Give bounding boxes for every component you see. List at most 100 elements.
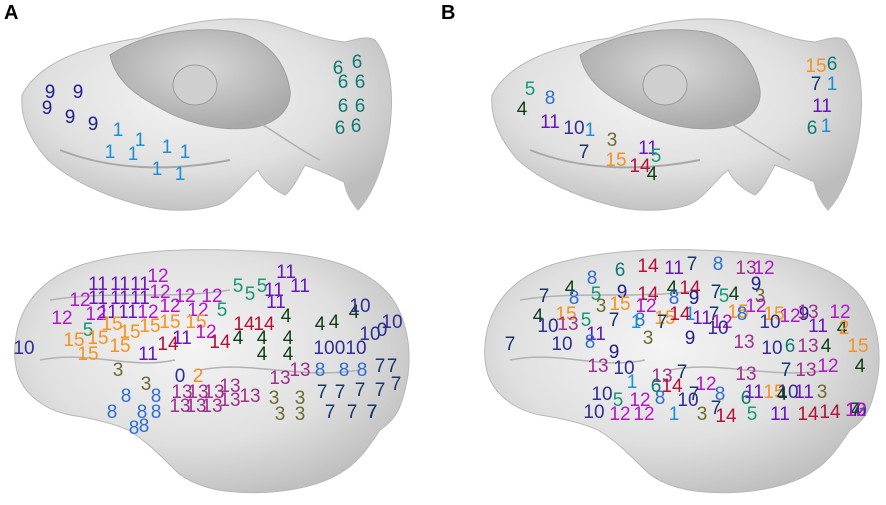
region-label-b-bottom: 15: [727, 302, 748, 323]
region-label-b-bottom: 1: [627, 372, 638, 393]
region-label-a-bottom: 12: [85, 304, 106, 325]
region-label-b-bottom: 9: [685, 328, 696, 349]
region-label-a-bottom: 15: [77, 344, 98, 365]
region-label-b-bottom: 10: [759, 312, 780, 333]
region-label-b-bottom: 13: [845, 400, 866, 421]
region-label-b-bottom: 8: [585, 332, 596, 353]
region-label-b-bottom: 10: [551, 334, 572, 355]
region-label-b-bottom: 7: [711, 398, 722, 419]
region-label-a-top: 6: [351, 116, 362, 137]
region-label-b-bottom: 8: [737, 304, 748, 325]
region-label-a-bottom: 14: [157, 334, 179, 355]
region-label-b-bottom: 1: [631, 312, 642, 333]
region-label-b-bottom: 9: [751, 274, 762, 295]
region-label-b-bottom: 9: [609, 342, 620, 363]
region-label-b-bottom: 12: [633, 404, 654, 425]
region-label-a-bottom: 5: [217, 300, 228, 321]
region-label-b-bottom: 13: [845, 400, 866, 421]
region-label-a-bottom: 10: [13, 338, 34, 359]
region-label-b-top: 6: [807, 118, 818, 139]
region-label-b-bottom: 11: [794, 382, 814, 403]
region-label-b-bottom: 10: [845, 400, 866, 421]
region-label-a-top: 6: [355, 96, 366, 117]
region-label-b-bottom: 10: [591, 384, 612, 405]
region-label-b-bottom: 11: [692, 308, 712, 329]
region-label-a-bottom: 7: [355, 380, 366, 401]
region-label-b-bottom: 13: [797, 302, 818, 323]
region-label-a-bottom: 10: [313, 338, 334, 359]
region-label-b-top: 10: [563, 118, 584, 139]
region-label-b-top: 11: [812, 96, 832, 117]
region-label-b-bottom: 12: [609, 404, 630, 425]
region-label-b-bottom: 8: [655, 388, 666, 409]
region-label-b-bottom: 4: [821, 336, 832, 357]
region-label-a-bottom: 12: [137, 302, 158, 323]
region-label-b-top: 7: [811, 74, 822, 95]
region-label-a-bottom: 11: [88, 288, 108, 309]
region-label-a-bottom: 7: [325, 402, 336, 423]
region-label-b-bottom: 8: [713, 254, 724, 275]
region-label-b-bottom: 12: [817, 356, 838, 377]
region-label-a-bottom: 12: [187, 300, 208, 321]
region-label-a-bottom: 12: [159, 296, 180, 317]
region-label-b-top: 5: [525, 79, 536, 100]
region-label-b-bottom: 15: [555, 304, 576, 325]
region-label-a-top: 6: [338, 96, 349, 117]
region-label-a-top: 9: [42, 98, 53, 119]
region-label-a-bottom: 12: [51, 308, 72, 329]
region-label-a-bottom: 8: [129, 418, 140, 439]
region-label-a-bottom: 13: [289, 360, 310, 381]
region-label-b-bottom: 4: [837, 318, 848, 339]
region-label-a-bottom: 7: [367, 402, 378, 423]
panel-label-a: A: [4, 2, 19, 24]
region-label-b-bottom: 4: [777, 384, 788, 405]
region-label-b-bottom: 12: [695, 374, 716, 395]
region-label-a-bottom: 7: [347, 402, 358, 423]
region-label-b-bottom: 11: [586, 324, 606, 345]
region-label-b-bottom: 12: [711, 312, 732, 333]
region-label-b-bottom: 12: [845, 400, 866, 421]
region-label-a-bottom: 7: [367, 402, 378, 423]
region-label-a-bottom: 13: [219, 390, 240, 411]
region-label-b-bottom: 15: [654, 308, 675, 329]
region-label-a-bottom: 8: [107, 402, 118, 423]
panel-b-lateral-brain: [484, 249, 880, 494]
region-label-a-bottom: 7: [387, 356, 398, 377]
region-label-b-top: 1: [821, 116, 832, 137]
region-label-a-bottom: 10: [345, 338, 366, 359]
region-label-a-top: 6: [352, 52, 363, 73]
region-label-a-bottom: 7: [367, 402, 378, 423]
region-label-a-bottom: 8: [151, 386, 162, 407]
region-label-a-bottom: 7: [391, 374, 402, 395]
region-label-a-bottom: 3: [113, 360, 124, 381]
region-label-b-bottom: 10: [761, 338, 782, 359]
region-label-a-bottom: 4: [315, 314, 326, 335]
region-label-a-bottom: 7: [375, 356, 386, 377]
region-label-b-bottom: 13: [733, 332, 754, 353]
panel-a-medial-brain: [21, 18, 392, 211]
region-label-a-top: 9: [88, 114, 99, 135]
region-label-a-bottom: 11: [110, 274, 130, 295]
region-label-b-bottom: 6: [615, 260, 626, 281]
region-label-a-bottom: 8: [315, 360, 326, 381]
region-label-a-bottom: 10: [381, 312, 402, 333]
region-label-b-bottom: 8: [715, 384, 726, 405]
region-label-b-top: 6: [827, 54, 838, 75]
region-label-b-bottom: 12: [745, 296, 766, 317]
panel-label-b: B: [441, 2, 456, 24]
region-label-a-bottom: 11: [264, 280, 284, 301]
region-label-b-bottom: 13: [735, 364, 756, 385]
region-label-b-bottom: 13: [797, 336, 818, 357]
region-label-b-bottom: 14: [637, 256, 659, 277]
region-label-b-bottom: 4: [667, 278, 678, 299]
region-label-a-bottom: 12: [174, 286, 195, 307]
region-label-a-bottom: 14: [233, 314, 255, 335]
region-label-b-bottom: 4: [533, 306, 544, 327]
region-label-b-bottom: 7: [609, 310, 620, 331]
region-label-b-top: 15: [605, 150, 626, 171]
region-label-b-top: 4: [647, 164, 658, 185]
region-label-b-bottom: 4: [565, 278, 576, 299]
region-label-a-top: 1: [152, 159, 163, 180]
region-label-b-bottom: 14: [715, 406, 737, 427]
